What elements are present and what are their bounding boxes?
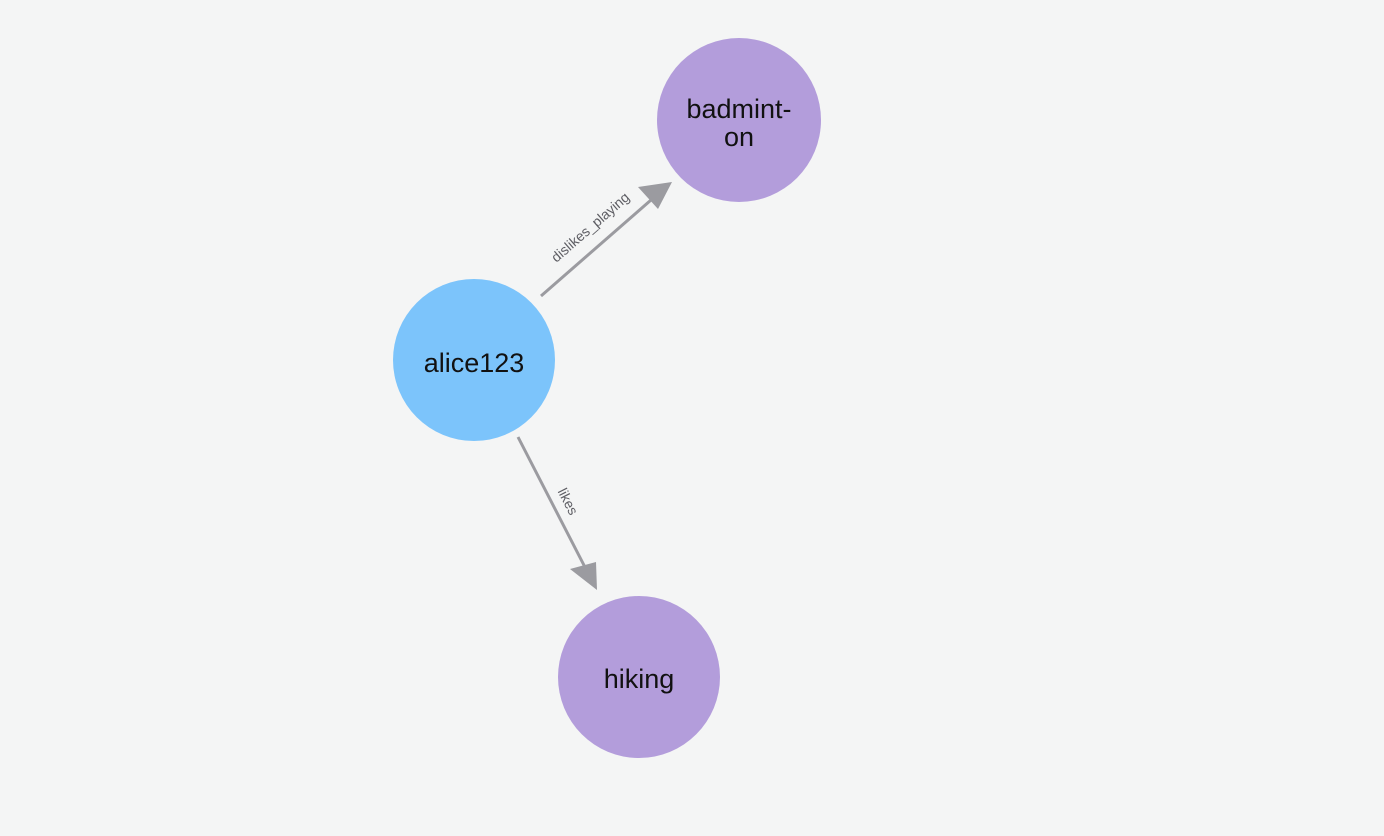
edge-likes[interactable]: likes [516,436,597,590]
node-circle-badminton[interactable] [657,38,821,202]
edge-line-dislikes-playing[interactable] [540,191,660,298]
edge-label-likes: likes [555,485,582,517]
node-badminton[interactable]: badmint- on [657,38,821,202]
arrowhead-icon-dislikes-playing [638,182,672,209]
node-hiking[interactable]: hiking [558,596,720,758]
node-circle-hiking[interactable] [558,596,720,758]
edge-dislikes-playing[interactable]: dislikes_playing [540,182,672,298]
node-circle-alice123[interactable] [393,279,555,441]
nodes-layer: badmint- on alice123 hiking [393,38,821,758]
edge-line-likes[interactable] [516,436,591,576]
arrowhead-icon-likes [570,562,597,590]
node-alice123[interactable]: alice123 [393,279,555,441]
